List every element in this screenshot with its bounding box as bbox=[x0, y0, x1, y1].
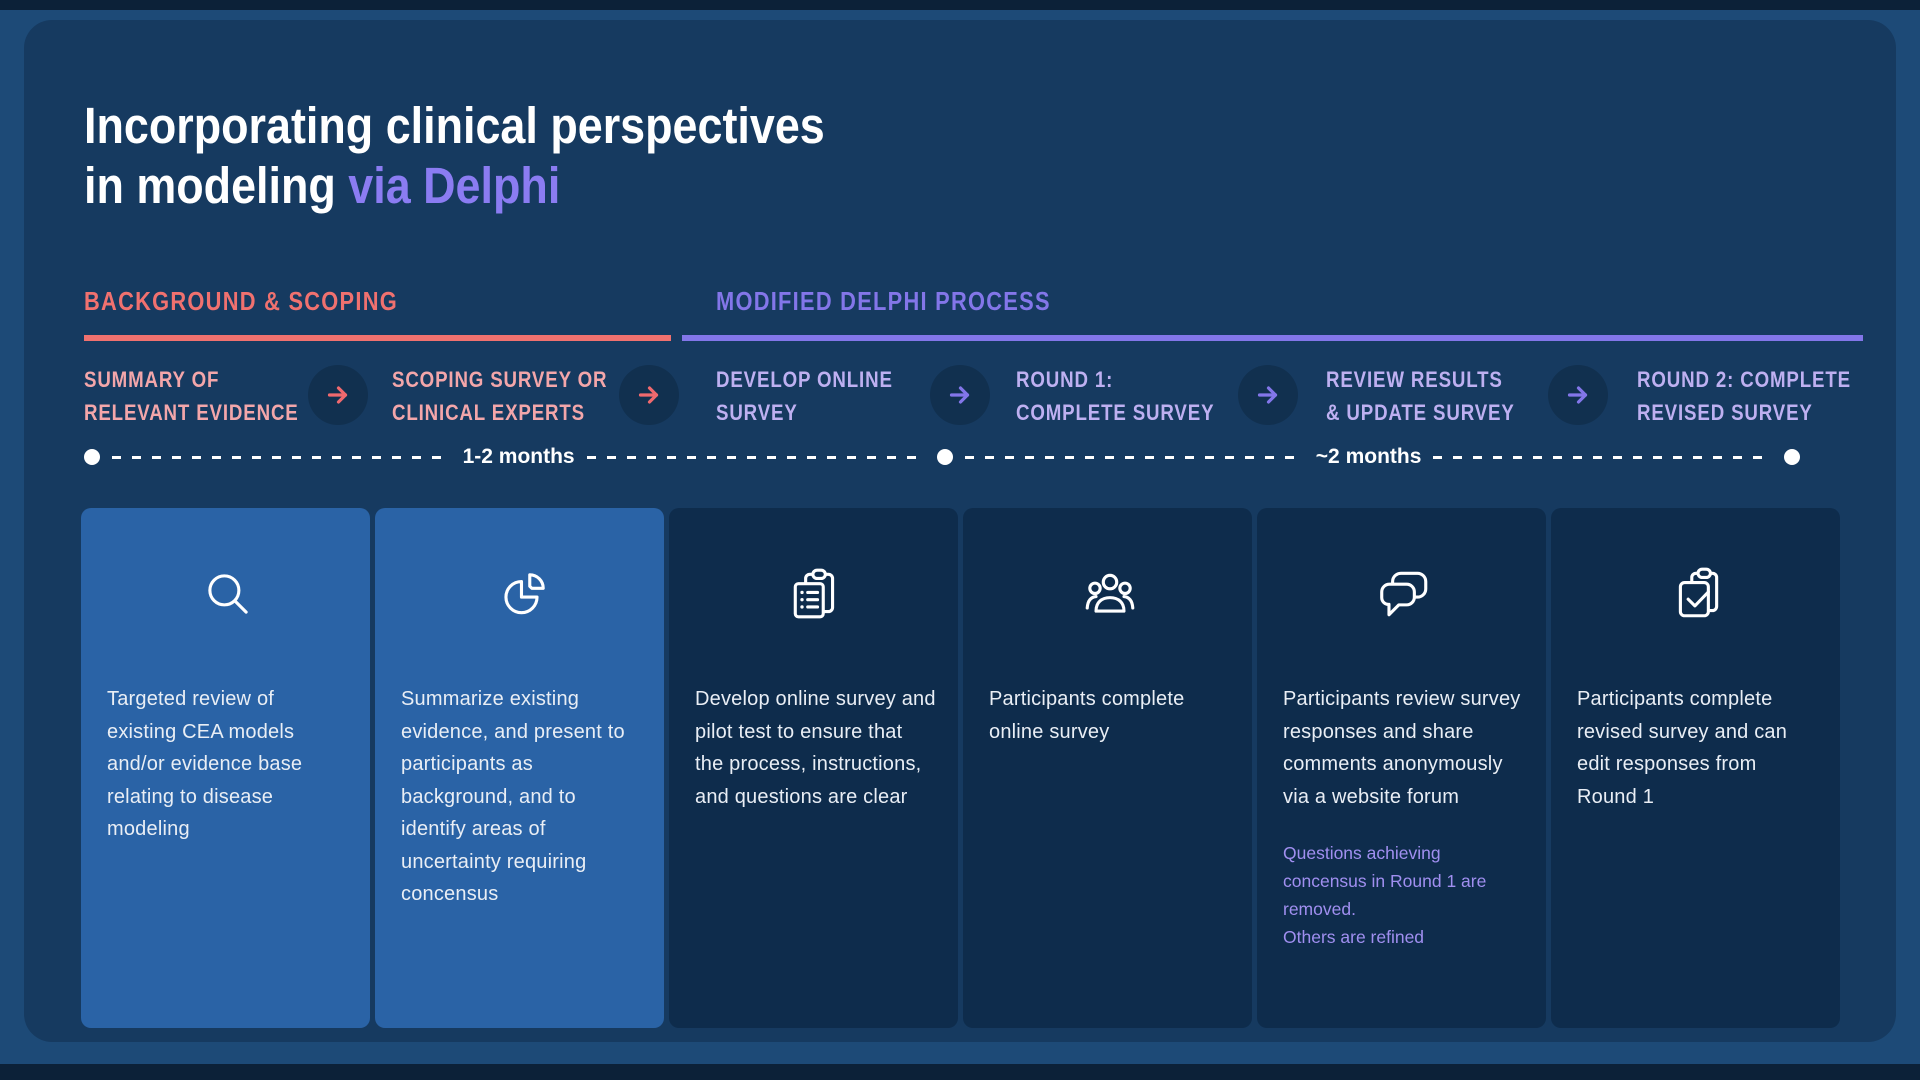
process-cards: Targeted review of existing CEA models a… bbox=[81, 508, 1840, 1028]
card-text: Participants review survey responses and… bbox=[1283, 688, 1521, 808]
step-label-scoping-survey: SCOPING SURVEY OR CLINICAL EXPERTS bbox=[392, 367, 608, 425]
survey-checklist-icon bbox=[695, 565, 936, 625]
card-text: Participants complete revised survey and… bbox=[1577, 688, 1788, 808]
page-title: Incorporating clinical perspectives in m… bbox=[84, 96, 926, 216]
timeline: 1-2 months ~2 months bbox=[84, 440, 1800, 474]
section-underline-purple bbox=[682, 335, 1863, 341]
timeline-dashed-line bbox=[586, 455, 926, 459]
card-text: Participants complete online survey bbox=[989, 688, 1185, 743]
clipboard-check-icon bbox=[1577, 565, 1818, 625]
search-icon bbox=[107, 565, 348, 625]
card-note: Questions achieving concensus in Round 1… bbox=[1283, 843, 1487, 947]
card-review-responses: Participants review survey responses and… bbox=[1257, 508, 1546, 1028]
timeline-dashed-line bbox=[112, 455, 451, 459]
card-complete-survey: Participants complete online survey bbox=[963, 508, 1252, 1028]
section-header-background-scoping: BACKGROUND & SCOPING bbox=[84, 286, 398, 316]
arrow-right-icon bbox=[1238, 365, 1298, 425]
card-develop-survey: Develop online survey and pilot test to … bbox=[669, 508, 958, 1028]
pie-chart-icon bbox=[401, 565, 642, 625]
timeline-dot bbox=[84, 449, 100, 465]
card-targeted-review: Targeted review of existing CEA models a… bbox=[81, 508, 370, 1028]
timeline-dot bbox=[937, 449, 954, 465]
step-label-round-2: ROUND 2: COMPLETE REVISED SURVEY bbox=[1637, 367, 1851, 425]
card-summarize-evidence: Summarize existing evidence, and present… bbox=[375, 508, 664, 1028]
section-header-modified-delphi: MODIFIED DELPHI PROCESS bbox=[716, 286, 1051, 316]
title-line-2: in modeling bbox=[84, 157, 349, 214]
arrow-right-icon bbox=[619, 365, 679, 425]
step-label-review-results: REVIEW RESULTS & UPDATE SURVEY bbox=[1326, 367, 1515, 425]
timeline-duration-1: 1-2 months bbox=[462, 445, 575, 468]
arrow-right-icon bbox=[1548, 365, 1608, 425]
title-line-1: Incorporating clinical perspectives bbox=[84, 97, 825, 154]
timeline-dot bbox=[1784, 449, 1800, 465]
title-accent: via Delphi bbox=[348, 157, 561, 214]
participants-icon bbox=[989, 565, 1230, 625]
timeline-dashed-line bbox=[1433, 455, 1772, 459]
timeline-duration-2: ~2 months bbox=[1315, 445, 1422, 468]
arrow-right-icon bbox=[930, 365, 990, 425]
infographic-panel: Incorporating clinical perspectives in m… bbox=[24, 20, 1896, 1042]
card-revised-survey: Participants complete revised survey and… bbox=[1551, 508, 1840, 1028]
step-label-summary-evidence: SUMMARY OF RELEVANT EVIDENCE bbox=[84, 367, 299, 425]
card-text: Targeted review of existing CEA models a… bbox=[107, 688, 303, 840]
card-text: Summarize existing evidence, and present… bbox=[401, 688, 625, 905]
timeline-dashed-line bbox=[965, 455, 1304, 459]
chat-bubbles-icon bbox=[1283, 565, 1524, 625]
step-label-develop-survey: DEVELOP ONLINE SURVEY bbox=[716, 367, 893, 425]
arrow-right-icon bbox=[308, 365, 368, 425]
step-label-round-1: ROUND 1: COMPLETE SURVEY bbox=[1016, 367, 1215, 425]
section-underline-coral bbox=[84, 335, 671, 341]
card-text: Develop online survey and pilot test to … bbox=[695, 688, 936, 808]
